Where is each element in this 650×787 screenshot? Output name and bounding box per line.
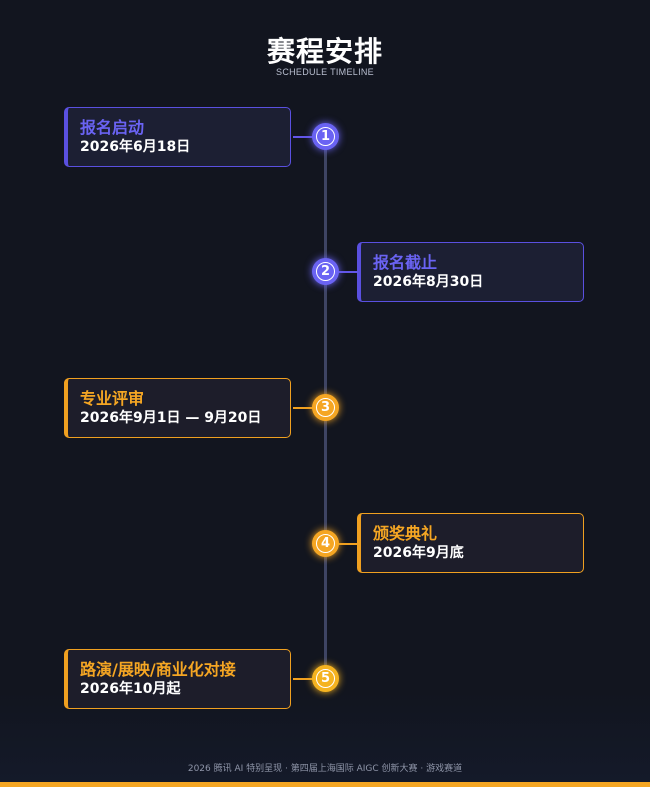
page-subtitle: SCHEDULE TIMELINE (276, 67, 374, 77)
milestone-node-2: 2 (312, 258, 339, 285)
milestone-node-1: 1 (312, 123, 339, 150)
milestone-name: 报名截止 (373, 253, 438, 272)
milestone-card-5: 路演/展映/商业化对接 2026年10月起 (64, 649, 291, 709)
milestone-number: 2 (320, 264, 331, 279)
milestone-date: 2026年8月30日 (373, 274, 484, 290)
footer-text: 2026 腾讯 AI 特别呈现 · 第四届上海国际 AIGC 创新大赛 · 游戏… (187, 764, 463, 774)
connector-line (338, 271, 358, 273)
milestone-node-4: 4 (312, 530, 339, 557)
milestone-number: 3 (320, 400, 331, 415)
milestone-card-3: 专业评审 2026年9月1日 — 9月20日 (64, 378, 291, 438)
milestone-card-4: 颁奖典礼 2026年9月底 (357, 513, 584, 573)
milestone-node-5: 5 (312, 665, 339, 692)
milestone-number: 1 (320, 129, 331, 144)
milestone-card-2: 报名截止 2026年8月30日 (357, 242, 584, 302)
milestone-date: 2026年6月18日 (80, 139, 191, 155)
connector-line (338, 543, 358, 545)
connector-line (293, 136, 313, 138)
milestone-node-3: 3 (312, 394, 339, 421)
milestone-name: 专业评审 (80, 389, 145, 408)
milestone-name: 路演/展映/商业化对接 (80, 660, 236, 679)
connector-line (293, 407, 313, 409)
milestone-number: 5 (320, 671, 331, 686)
milestone-date: 2026年9月1日 — 9月20日 (80, 410, 262, 426)
milestone-number: 4 (320, 536, 331, 551)
page-title: 赛程安排 (266, 35, 383, 68)
milestone-card-1: 报名启动 2026年6月18日 (64, 107, 291, 167)
connector-line (293, 678, 313, 680)
bottom-accent-bar (0, 782, 650, 787)
milestone-name: 报名启动 (80, 118, 145, 137)
milestone-name: 颁奖典礼 (373, 524, 438, 543)
milestone-date: 2026年9月底 (373, 545, 464, 561)
milestone-date: 2026年10月起 (80, 681, 181, 697)
